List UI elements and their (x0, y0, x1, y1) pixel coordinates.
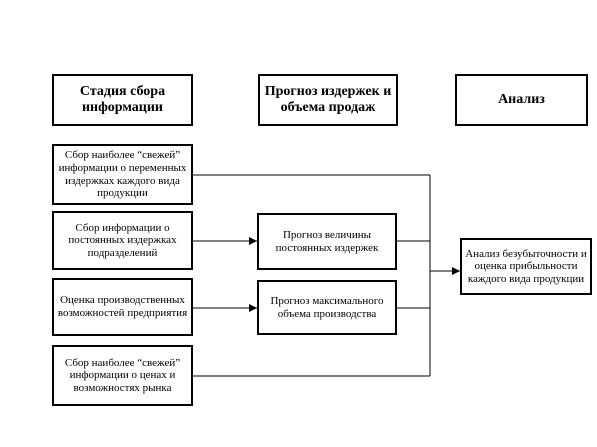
forecast-box-label: Прогноз максимального объема производств… (270, 294, 384, 320)
source-box-production-capacity: Оценка производственных возможностей пре… (52, 278, 193, 336)
header-forecast: Прогноз издержек и объема продаж (258, 74, 398, 126)
source-box-label: Сбор информации о постоянных издержках п… (68, 221, 177, 259)
header-analysis: Анализ (455, 74, 588, 126)
result-box-label: Анализ безубыточности и оценка прибыльно… (465, 247, 587, 285)
source-box-label: Оценка производственных возможностей пре… (57, 294, 188, 319)
source-box-variable-costs: Сбор наиболее “свежей” информации о пере… (52, 144, 193, 205)
source-box-label: Сбор наиболее “свежей” информации о цена… (64, 356, 181, 394)
source-box-fixed-costs: Сбор информации о постоянных издержках п… (52, 211, 193, 270)
header-stage: Стадия сбора информации (52, 74, 193, 126)
forecast-box-label: Прогноз величины постоянных издержек (275, 228, 379, 254)
source-box-market-prices: Сбор наиболее “свежей” информации о цена… (52, 345, 193, 406)
forecast-box-fixed-costs: Прогноз величины постоянных издержек (257, 213, 397, 270)
forecast-box-max-volume: Прогноз максимального объема производств… (257, 280, 397, 335)
header-analysis-label: Анализ (498, 91, 545, 107)
result-box-breakeven-analysis: Анализ безубыточности и оценка прибыльно… (460, 238, 592, 295)
header-stage-label: Стадия сбора информации (79, 83, 166, 115)
source-box-label: Сбор наиболее “свежей” информации о пере… (58, 149, 187, 200)
header-forecast-label: Прогноз издержек и объема продаж (264, 83, 392, 115)
